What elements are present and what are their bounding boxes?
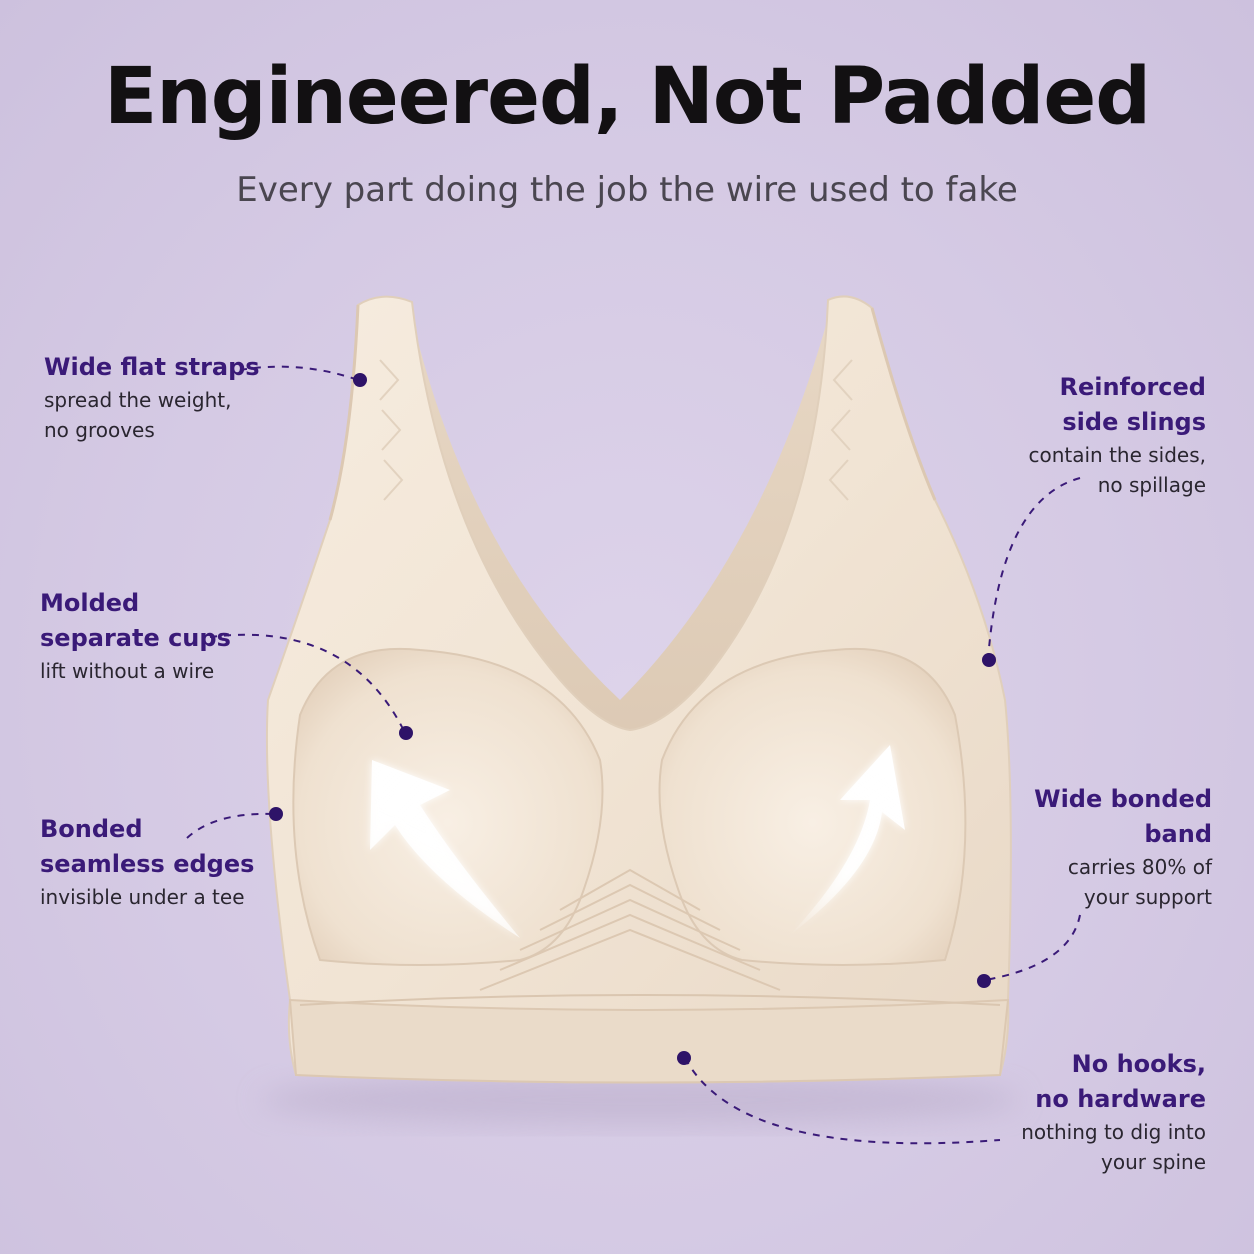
callout-title: band bbox=[1144, 820, 1212, 848]
callout-title: Wide bonded bbox=[1034, 785, 1212, 813]
callout-title: seamless edges bbox=[40, 850, 255, 878]
callout-desc: your spine bbox=[1101, 1150, 1206, 1174]
callout-title: Reinforced bbox=[1059, 373, 1206, 401]
callout-dot-icon bbox=[269, 373, 996, 1065]
left-strap-edge bbox=[328, 304, 360, 521]
callout-title: Molded bbox=[40, 589, 140, 617]
left-cup bbox=[292, 647, 604, 966]
callout-desc: your support bbox=[1083, 885, 1212, 909]
leader-band bbox=[984, 914, 1081, 981]
callout-desc: invisible under a tee bbox=[40, 885, 245, 909]
leader-cups bbox=[209, 633, 406, 734]
bonded-band bbox=[288, 998, 1010, 1084]
callout-title: No hooks, bbox=[1071, 1050, 1206, 1078]
page-title: Engineered, Not Padded bbox=[103, 52, 1151, 142]
callout-molded-cups: Molded separate cups lift without a wire bbox=[40, 586, 231, 686]
callout-side-slings: Reinforced side slings contain the sides… bbox=[1028, 370, 1206, 500]
callout-desc: contain the sides, bbox=[1028, 443, 1206, 467]
callout-title: side slings bbox=[1062, 408, 1206, 436]
right-cup bbox=[658, 647, 967, 966]
callout-title: no hardware bbox=[1035, 1085, 1206, 1113]
callout-title: Bonded bbox=[40, 815, 143, 843]
right-strap-edge bbox=[870, 307, 937, 501]
leader-slings bbox=[987, 477, 1081, 661]
garment-shadow bbox=[260, 1074, 1020, 1126]
lift-arrow-icon bbox=[790, 745, 905, 935]
center-gore-chevrons bbox=[479, 868, 781, 991]
page-subtitle: Every part doing the job the wire used t… bbox=[236, 170, 1018, 210]
callout-wide-flat-straps: Wide flat straps spread the weight, no g… bbox=[44, 350, 260, 445]
callout-desc: nothing to dig into bbox=[1021, 1120, 1206, 1144]
callout-bonded-band: Wide bonded band carries 80% of your sup… bbox=[1034, 782, 1212, 912]
callout-desc: carries 80% of bbox=[1067, 855, 1212, 879]
callout-title: separate cups bbox=[40, 624, 231, 652]
callout-title: Wide flat straps bbox=[44, 353, 260, 381]
callout-desc: lift without a wire bbox=[40, 659, 215, 683]
callout-desc: no grooves bbox=[44, 418, 155, 442]
band-seam bbox=[299, 994, 1001, 1006]
leader-hooks bbox=[684, 1057, 1001, 1145]
callout-desc: spread the weight, bbox=[44, 388, 232, 412]
side-chevrons bbox=[379, 359, 853, 501]
lift-arrow-icon bbox=[370, 760, 520, 938]
callout-desc: no spillage bbox=[1097, 473, 1206, 497]
leader-lines bbox=[186, 365, 1081, 1145]
leader-straps bbox=[239, 365, 359, 381]
callout-bonded-edges: Bonded seamless edges invisible under a … bbox=[40, 812, 254, 912]
callout-no-hooks: No hooks, no hardware nothing to dig int… bbox=[1021, 1047, 1206, 1177]
